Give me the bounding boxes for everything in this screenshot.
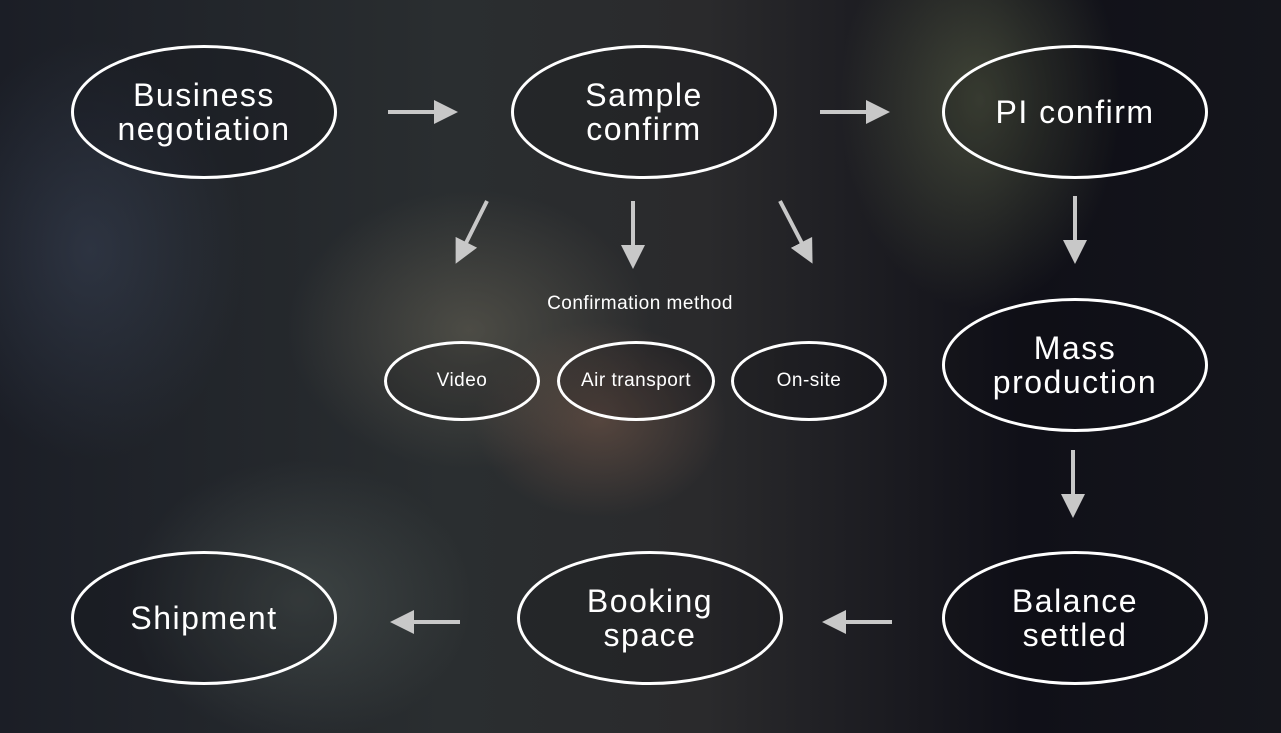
step-balance-settled: Balance settled (942, 551, 1208, 685)
step-label: PI confirm (995, 94, 1155, 130)
step-business-negotiation: Business negotiation (71, 45, 337, 179)
method-label: On-site (776, 370, 842, 391)
step-booking-space: Booking space (517, 551, 783, 685)
step-mass-production: Mass production (942, 298, 1208, 432)
step-label: Shipment (130, 600, 278, 636)
step-label: Mass production (992, 330, 1158, 400)
step-label: Business negotiation (117, 77, 291, 147)
step-pi-confirm: PI confirm (942, 45, 1208, 179)
step-label: Sample confirm (585, 77, 703, 147)
arrow-diag-left (455, 200, 489, 264)
method-label: Air transport (581, 370, 691, 391)
method-label: Video (436, 370, 488, 391)
step-shipment: Shipment (71, 551, 337, 685)
arrow-diag-right (778, 200, 813, 264)
step-label: Balance settled (1011, 583, 1139, 653)
step-sample-confirm: Sample confirm (511, 45, 777, 179)
method-on-site: On-site (731, 341, 887, 421)
confirmation-method-title: Confirmation method (547, 293, 733, 314)
method-video: Video (384, 341, 540, 421)
step-label: Booking space (586, 583, 714, 653)
method-air-transport: Air transport (557, 341, 715, 421)
